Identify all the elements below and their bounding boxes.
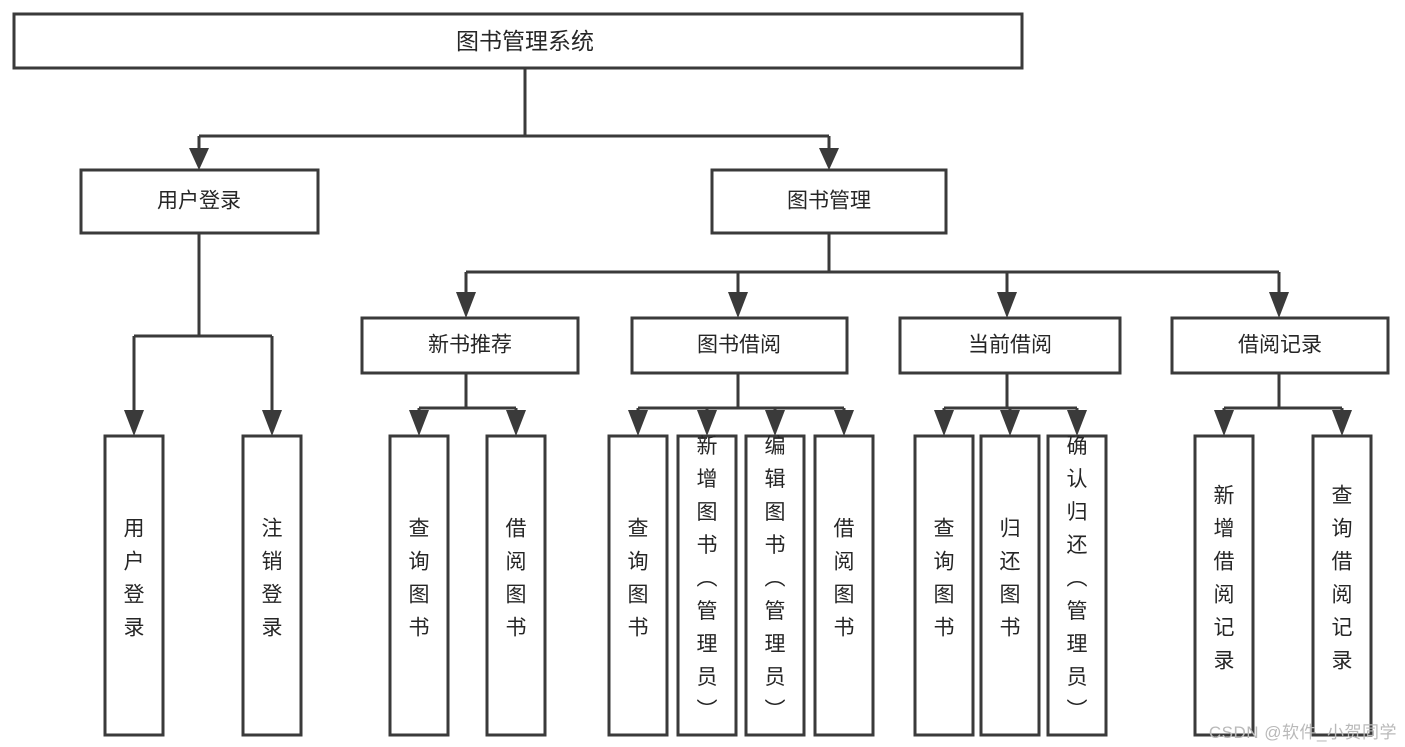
node-leaf-borrow-book-1-label: 借阅图书 — [506, 518, 527, 640]
node-book-borrow-label: 图书借阅 — [697, 334, 781, 357]
node-borrow-record-box[interactable] — [1170, 316, 1390, 375]
arrow-head-leaf-query-book-1 — [409, 410, 429, 436]
arrow-head-leaf-logout — [262, 410, 282, 436]
node-new-book-recommend-box[interactable] — [360, 316, 580, 375]
arrow-head-leaf-borrow-book-2 — [834, 410, 854, 436]
arrow-head-borrow-record — [1269, 292, 1289, 318]
node-user-login[interactable]: 用户登录 — [79, 168, 320, 235]
node-leaf-return-book-label: 归还图书 — [1000, 518, 1021, 640]
node-leaf-logout[interactable]: 注销登录 — [241, 434, 303, 737]
node-leaf-confirm-return-box[interactable] — [1046, 434, 1108, 737]
node-leaf-user-login-box[interactable] — [103, 434, 165, 737]
node-leaf-query-book-1[interactable]: 查询图书 — [388, 434, 450, 737]
node-leaf-borrow-book-2-box[interactable] — [813, 434, 875, 737]
arrow-head-leaf-add-book — [697, 410, 717, 436]
node-leaf-query-record-box[interactable] — [1311, 434, 1373, 737]
node-leaf-add-record-label: 新增借阅记录 — [1214, 485, 1235, 673]
node-leaf-query-record-label: 查询借阅记录 — [1332, 485, 1353, 673]
node-book-manage-box[interactable] — [710, 168, 948, 235]
node-leaf-query-book-2[interactable]: 查询图书 — [607, 434, 669, 737]
arrow-head-leaf-confirm-return — [1067, 410, 1087, 436]
arrow-head-leaf-borrow-book-1 — [506, 410, 526, 436]
node-leaf-query-book-2-label: 查询图书 — [628, 518, 649, 640]
arrow-head-leaf-user-login — [124, 410, 144, 436]
node-current-borrow-label: 当前借阅 — [968, 334, 1052, 357]
node-leaf-add-book-label: 新增图书︵管理员︶ — [697, 435, 718, 722]
node-leaf-borrow-book-2[interactable]: 借阅图书 — [813, 434, 875, 737]
node-borrow-record[interactable]: 借阅记录 — [1170, 316, 1390, 375]
node-leaf-logout-box[interactable] — [241, 434, 303, 737]
node-leaf-return-book-box[interactable] — [979, 434, 1041, 737]
node-book-manage[interactable]: 图书管理 — [710, 168, 948, 235]
arrow-head-leaf-query-record — [1332, 410, 1352, 436]
node-user-login-box[interactable] — [79, 168, 320, 235]
node-leaf-query-book-1-box[interactable] — [388, 434, 450, 737]
arrow-head-leaf-return-book — [1000, 410, 1020, 436]
node-user-login-label: 用户登录 — [157, 190, 241, 213]
node-book-manage-label: 图书管理 — [787, 190, 871, 213]
node-leaf-query-book-3[interactable]: 查询图书 — [913, 434, 975, 737]
arrow-head-user-login — [189, 148, 209, 170]
node-leaf-borrow-book-1-box[interactable] — [485, 434, 547, 737]
node-leaf-return-book[interactable]: 归还图书 — [979, 434, 1041, 737]
node-new-book-recommend-label: 新书推荐 — [428, 334, 512, 357]
arrow-head-book-borrow — [728, 292, 748, 318]
arrow-head-new-book-recommend — [456, 292, 476, 318]
node-root-label: 图书管理系统 — [456, 28, 594, 54]
connector-layer — [124, 68, 1352, 436]
node-leaf-query-book-1-label: 查询图书 — [409, 518, 430, 640]
node-leaf-borrow-book-2-label: 借阅图书 — [834, 518, 855, 640]
node-leaf-query-book-2-box[interactable] — [607, 434, 669, 737]
node-leaf-confirm-return[interactable]: 确认归还︵管理员︶ — [1046, 434, 1108, 737]
node-new-book-recommend[interactable]: 新书推荐 — [360, 316, 580, 375]
node-leaf-confirm-return-label: 确认归还︵管理员︶ — [1067, 435, 1088, 722]
arrow-head-leaf-edit-book — [765, 410, 785, 436]
node-leaf-user-login[interactable]: 用户登录 — [103, 434, 165, 737]
arrow-head-book-manage — [819, 148, 839, 170]
node-leaf-query-book-3-box[interactable] — [913, 434, 975, 737]
node-book-borrow[interactable]: 图书借阅 — [630, 316, 849, 375]
node-leaf-user-login-label: 用户登录 — [124, 518, 145, 640]
node-leaf-edit-book[interactable]: 编辑图书︵管理员︶ — [744, 434, 806, 737]
node-leaf-edit-book-label: 编辑图书︵管理员︶ — [765, 435, 786, 722]
arrow-head-leaf-query-book-3 — [934, 410, 954, 436]
node-leaf-edit-book-box[interactable] — [744, 434, 806, 737]
node-leaf-add-record[interactable]: 新增借阅记录 — [1193, 434, 1255, 737]
node-leaf-query-record[interactable]: 查询借阅记录 — [1311, 434, 1373, 737]
node-leaf-add-book-box[interactable] — [676, 434, 738, 737]
node-current-borrow[interactable]: 当前借阅 — [898, 316, 1122, 375]
node-root-box[interactable] — [12, 12, 1024, 70]
node-leaf-add-record-box[interactable] — [1193, 434, 1255, 737]
arrow-head-leaf-query-book-2 — [628, 410, 648, 436]
watermark-text: CSDN @软件_小贺同学 — [1208, 723, 1397, 742]
node-borrow-record-label: 借阅记录 — [1238, 334, 1322, 357]
node-leaf-borrow-book-1[interactable]: 借阅图书 — [485, 434, 547, 737]
node-leaf-add-book[interactable]: 新增图书︵管理员︶ — [676, 434, 738, 737]
node-root[interactable]: 图书管理系统 — [12, 12, 1024, 70]
arrow-head-leaf-add-record — [1214, 410, 1234, 436]
node-leaf-logout-label: 注销登录 — [262, 518, 283, 640]
node-leaf-query-book-3-label: 查询图书 — [934, 518, 955, 640]
node-book-borrow-box[interactable] — [630, 316, 849, 375]
node-current-borrow-box[interactable] — [898, 316, 1122, 375]
arrow-head-current-borrow — [997, 292, 1017, 318]
